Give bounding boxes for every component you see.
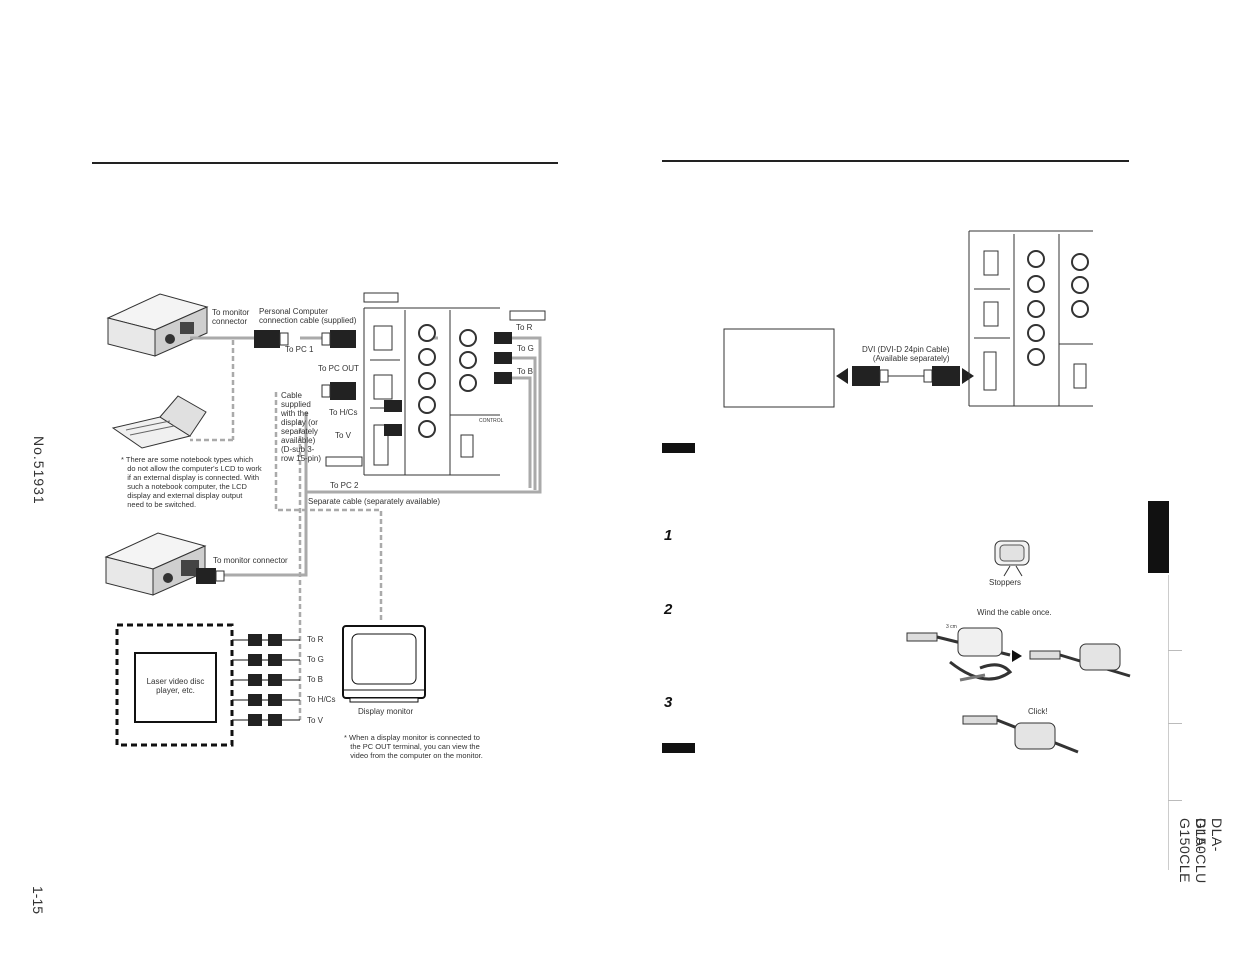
label-control: CONTROL [479, 418, 504, 424]
label-to-monitor-connector-mid: To monitor connector [213, 556, 288, 565]
label-out-to-hcs: To H/Cs [307, 695, 336, 704]
monitor-note: * When a display monitor is connected to… [344, 733, 483, 760]
projector-rear-panel [363, 292, 546, 476]
section-tab-divider [1168, 575, 1169, 870]
label-to-monitor-connector-top: To monitor connector [212, 308, 250, 326]
left-section-rule [92, 162, 558, 164]
label-display-monitor: Display monitor [358, 707, 414, 716]
label-out-to-v: To V [307, 716, 324, 725]
step-number: 3 [664, 694, 673, 711]
step-number: 1 [664, 527, 673, 544]
label-laser-player: Laser video disc player, etc. [146, 677, 205, 695]
section-tab-black [1148, 501, 1169, 573]
label-dvi-cable: DVI (DVI-D 24pin Cable) (Available separ… [862, 345, 950, 363]
label-to-r: To R [516, 323, 533, 332]
label-three-cm: 3 cm [946, 624, 957, 630]
label-cable-supplied: Cable supplied with the display (or sepa… [281, 391, 322, 463]
step-number: 2 [664, 601, 673, 618]
label-out-to-g: To G [307, 655, 324, 664]
label-to-g: To G [517, 344, 534, 353]
projector-top-icon [106, 293, 209, 357]
pc-cable-connectors [196, 330, 356, 584]
ferrite-core-clicked-icon [962, 715, 1079, 754]
dvi-input-diagram [723, 230, 1093, 408]
label-pc-cable: Personal Computer connection cable (supp… [259, 307, 357, 325]
note-marker [662, 743, 695, 753]
label-separate-cable: Separate cable (separately available) [308, 497, 441, 506]
notebook-computer-icon [111, 395, 207, 449]
section-tab-tick [1168, 650, 1182, 651]
label-stoppers: Stoppers [989, 578, 1022, 587]
projector-mid-icon [104, 532, 207, 596]
ferrite-core-winding-icon [906, 627, 1131, 682]
display-monitor-icon [342, 625, 426, 703]
label-to-pc2: To PC 2 [330, 481, 359, 490]
label-out-to-r: To R [307, 635, 324, 644]
ferrite-core-stoppers-icon [994, 540, 1030, 577]
label-out-to-b: To B [307, 675, 324, 684]
right-section-rule [662, 160, 1129, 162]
label-to-v: To V [335, 431, 352, 440]
notebook-note: * There are some notebook types which do… [121, 455, 262, 509]
section-tab-tick [1168, 800, 1182, 801]
section-tab-tick [1168, 723, 1182, 724]
label-to-pc1: To PC 1 [285, 345, 314, 354]
note-marker [662, 443, 695, 453]
label-wind-cable: Wind the cable once. [977, 608, 1052, 617]
laser-disc-player-icon [115, 623, 234, 747]
label-to-b: To B [517, 367, 534, 376]
label-click: Click! [1028, 707, 1048, 716]
label-to-pc-out: To PC OUT [318, 364, 359, 373]
label-to-hcs: To H/Cs [329, 408, 358, 417]
